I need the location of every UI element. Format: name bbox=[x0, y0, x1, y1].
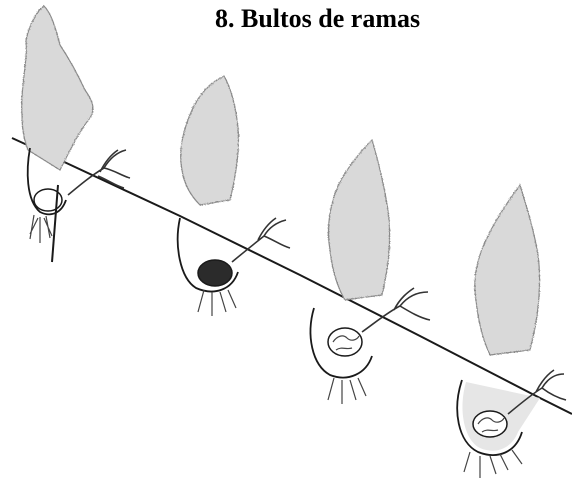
plant-2-roots bbox=[198, 290, 236, 316]
plant-3 bbox=[311, 140, 430, 404]
plant-3-foliage bbox=[328, 140, 389, 300]
plant-1-foliage bbox=[22, 6, 93, 170]
plant-1-roots bbox=[30, 215, 52, 243]
plant-4 bbox=[457, 185, 566, 478]
plant-2-bundle bbox=[198, 260, 232, 286]
plant-2 bbox=[178, 76, 290, 316]
plant-4-roots bbox=[464, 450, 522, 478]
plant-4-foliage bbox=[475, 185, 540, 355]
plant-2-foliage bbox=[181, 76, 239, 205]
plant-3-roots bbox=[328, 378, 366, 404]
plant-1 bbox=[22, 6, 130, 262]
